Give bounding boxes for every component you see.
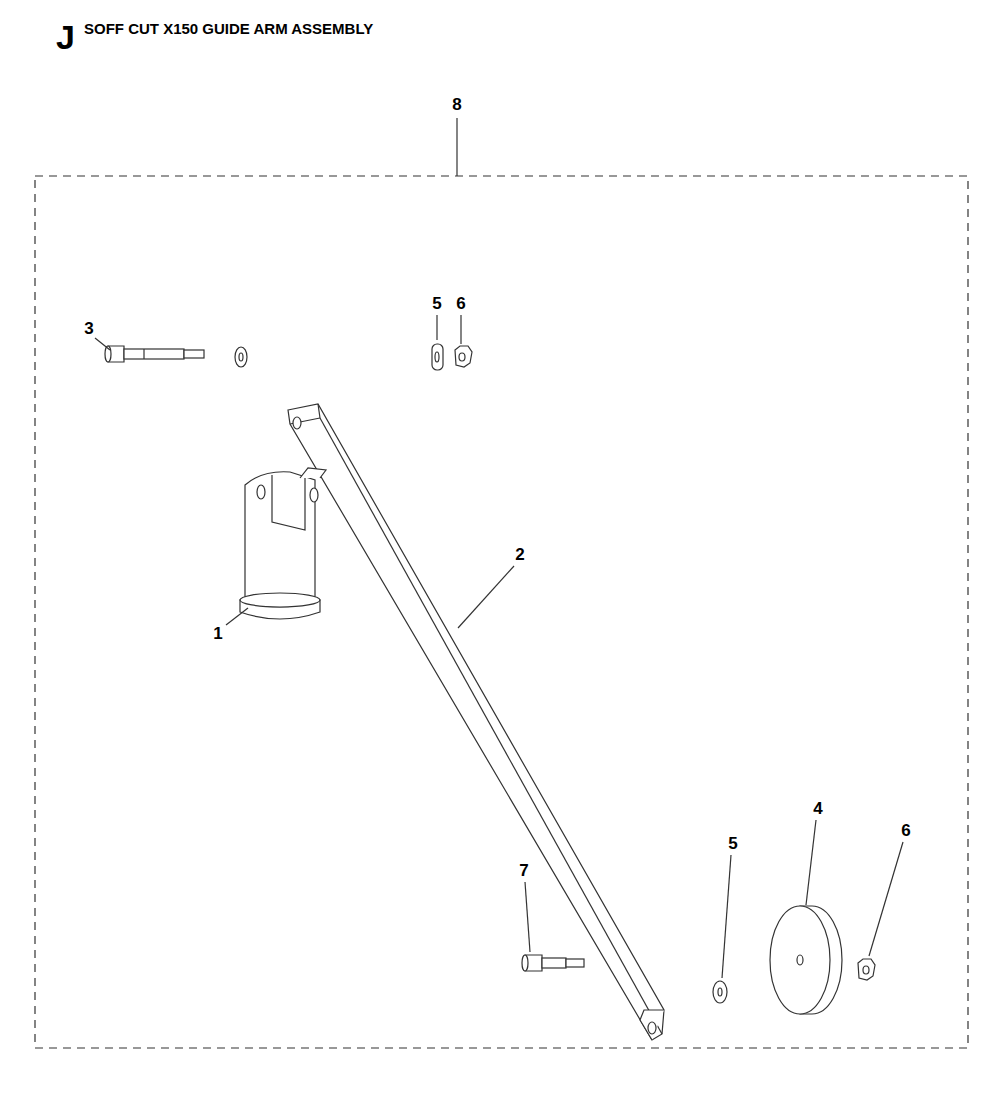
washer xyxy=(432,344,443,370)
leader-line xyxy=(460,315,461,344)
leader-line xyxy=(806,820,816,905)
section-letter: J xyxy=(56,20,75,54)
callout-number: 3 xyxy=(84,320,93,337)
assembly-boundary xyxy=(35,176,968,1048)
shoulder-bolt xyxy=(105,346,204,362)
callout-number: 4 xyxy=(813,800,822,817)
leader-line xyxy=(722,855,731,978)
callout-number: 5 xyxy=(432,295,441,312)
callout-number: 8 xyxy=(452,96,461,113)
diagram-title: SOFF CUT X150 GUIDE ARM ASSEMBLY xyxy=(84,20,373,38)
shoulder-bolt xyxy=(522,955,584,971)
leader-line xyxy=(458,566,514,628)
callout-number: 6 xyxy=(901,822,910,839)
lock-nut xyxy=(858,959,875,980)
leader-line xyxy=(95,338,110,350)
leader-line xyxy=(226,608,248,625)
washer xyxy=(235,347,247,367)
clevis-mount xyxy=(240,468,326,619)
leader-line xyxy=(525,882,530,952)
guide-wheel xyxy=(770,906,842,1014)
leader-line xyxy=(456,118,457,176)
leader-line xyxy=(436,315,437,340)
leader-line xyxy=(869,842,903,956)
callout-number: 6 xyxy=(456,295,465,312)
guide-arm xyxy=(288,404,664,1040)
callout-number: 7 xyxy=(519,862,528,879)
washer xyxy=(713,981,727,1003)
callout-number: 1 xyxy=(213,625,222,642)
callout-number: 5 xyxy=(728,835,737,852)
lock-nut xyxy=(455,346,472,367)
callout-number: 2 xyxy=(515,546,524,563)
